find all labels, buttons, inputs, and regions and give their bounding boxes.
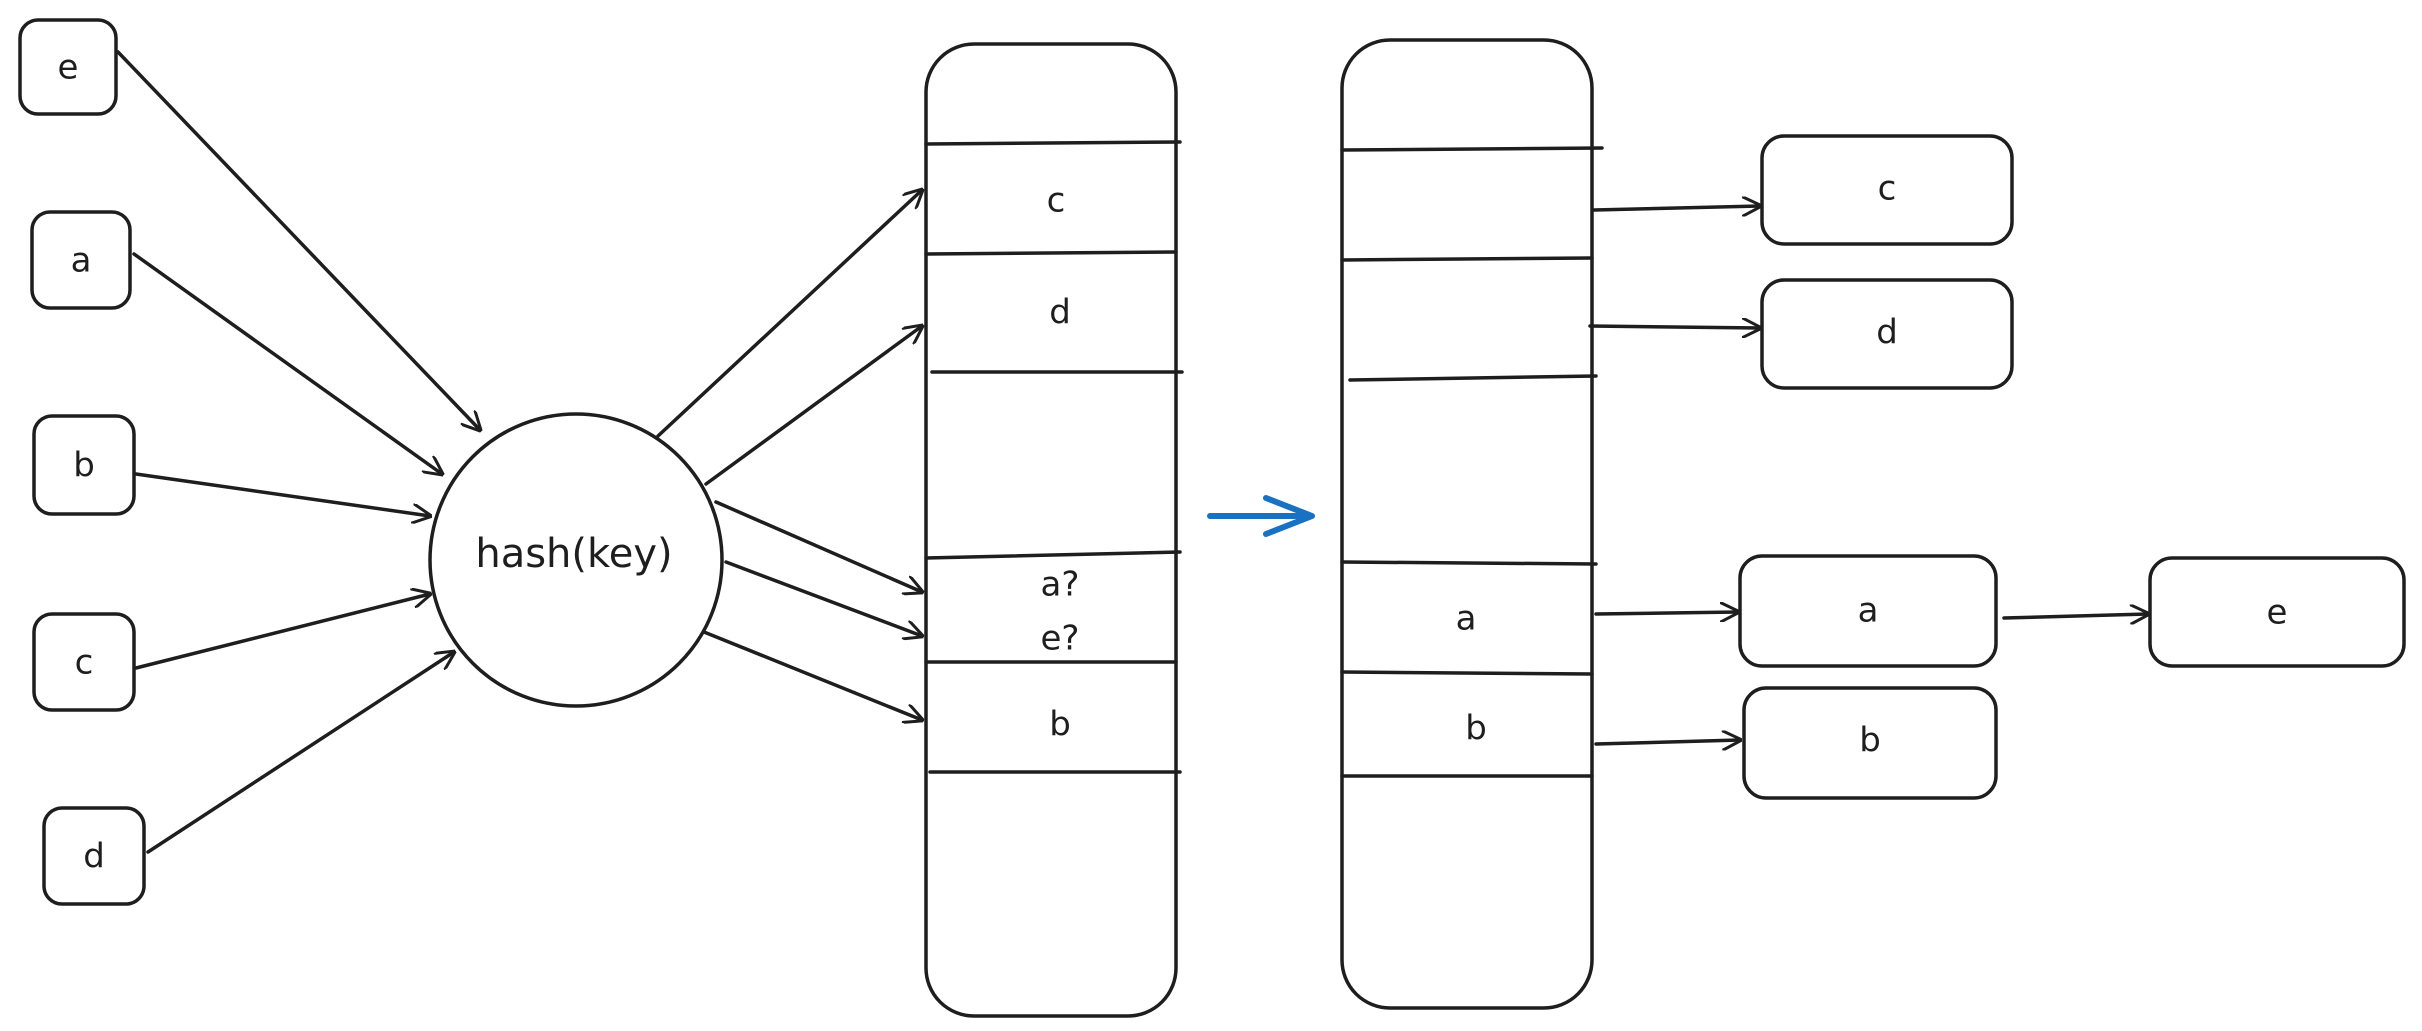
hash-function-node: hash(key) <box>428 412 724 708</box>
key-label-c: c <box>75 643 94 683</box>
hash-table-before: c d a? e? b <box>924 42 1184 1018</box>
arrow-slot-to-node-b <box>1594 740 1740 744</box>
key-to-hash-arrows <box>116 50 480 854</box>
chain-node-b: b <box>1742 686 1998 800</box>
table-after-slot-label: b <box>1465 709 1487 749</box>
key-box-b: b <box>32 414 136 516</box>
table-before-slot-label: b <box>1049 705 1071 745</box>
chain-node-label-a: a <box>1858 591 1879 631</box>
hash-function-label: hash(key) <box>475 531 672 577</box>
table-after-divider <box>1340 256 1594 262</box>
arrow-hash-to-slot-e <box>724 560 922 636</box>
chain-node-label-e: e <box>2267 593 2288 633</box>
arrow-a-to-hash <box>132 252 442 474</box>
chain-node-d: d <box>1760 278 2014 390</box>
arrow-node-a-to-node-e <box>2002 614 2148 618</box>
chain-node-label-d: d <box>1876 313 1898 353</box>
table-to-chain-arrows <box>1588 206 2148 744</box>
hash-to-table-arrows <box>656 190 922 720</box>
table-before-divider <box>924 550 1182 560</box>
table-before-slot-label: d <box>1049 293 1071 333</box>
chain-node-a: a <box>1738 554 1998 668</box>
key-box-d: d <box>42 806 146 906</box>
key-label-d: d <box>83 837 105 877</box>
chain-node-e: e <box>2148 556 2406 668</box>
arrow-hash-to-slot-c <box>656 190 922 438</box>
key-box-c: c <box>32 612 136 712</box>
table-after-divider <box>1340 146 1604 152</box>
arrow-d-to-hash <box>146 652 454 854</box>
table-before-divider <box>924 140 1182 146</box>
table-before-slot-label: a? <box>1041 565 1080 605</box>
arrow-slot-to-node-a <box>1594 612 1738 614</box>
arrow-hash-to-slot-b <box>702 630 922 720</box>
table-after-divider <box>1340 560 1598 566</box>
chain-node-label-b: b <box>1859 721 1881 761</box>
chain-node-label-c: c <box>1878 169 1897 209</box>
arrow-hash-to-slot-a <box>714 500 922 592</box>
hash-table-after: a b <box>1340 38 1604 1010</box>
arrow-c-to-hash <box>134 594 430 670</box>
arrow-slot-to-node-c <box>1592 206 1760 210</box>
transition-arrow <box>1207 495 1315 537</box>
table-after-divider <box>1348 374 1598 382</box>
key-label-b: b <box>73 446 95 486</box>
table-before-slot-label: c <box>1047 181 1066 221</box>
arrow-e-to-hash <box>116 50 480 430</box>
arrow-hash-to-slot-d <box>704 326 922 486</box>
key-box-e: e <box>18 18 118 116</box>
table-after-divider <box>1340 670 1594 676</box>
table-before-slot-label: e? <box>1041 619 1080 659</box>
table-after-slot-label: a <box>1456 599 1477 639</box>
key-box-a: a <box>30 210 132 310</box>
key-label-a: a <box>71 241 92 281</box>
arrow-b-to-hash <box>134 472 430 516</box>
table-before-divider <box>924 250 1178 256</box>
key-label-e: e <box>58 48 79 88</box>
arrow-slot-to-node-d <box>1588 326 1760 328</box>
chain-node-c: c <box>1760 134 2014 246</box>
